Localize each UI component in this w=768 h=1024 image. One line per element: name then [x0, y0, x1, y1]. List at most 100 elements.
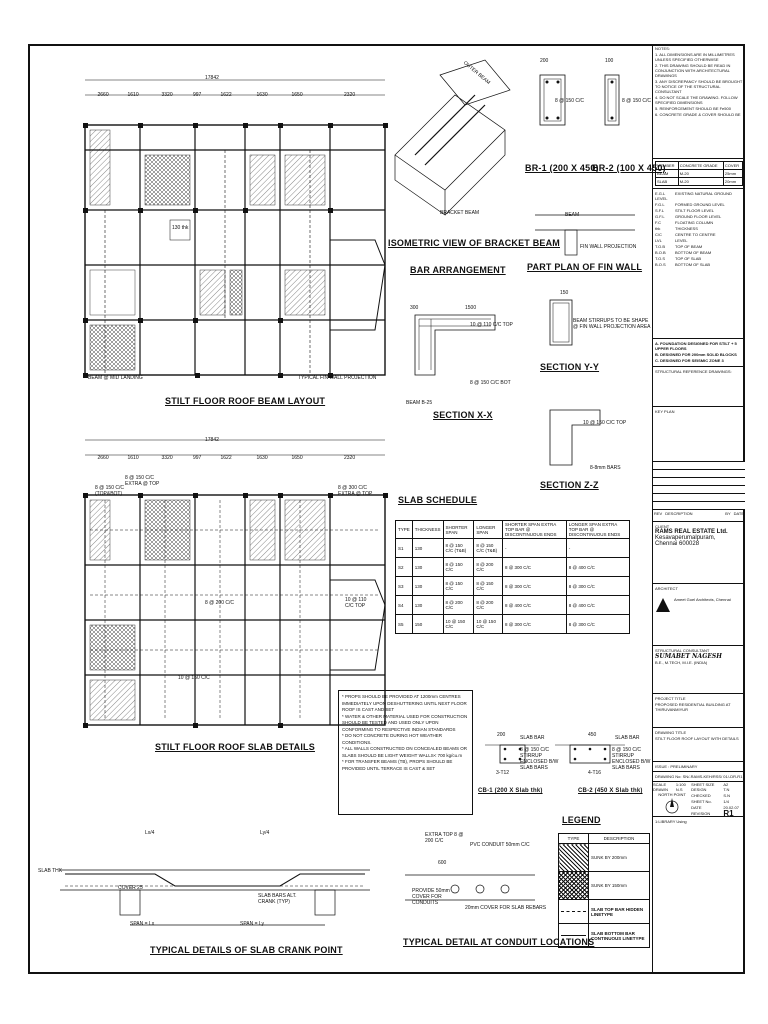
drawing-title-block: DRAWING TITLE STILT FLOOR ROOF LAYOUT WI… [653, 728, 745, 762]
client-label: CLIENT [655, 524, 670, 529]
schedule-cell: - [565, 538, 631, 558]
grade-cell: M-20 [677, 169, 724, 178]
grid-dimension: 1610 [127, 455, 139, 461]
note-item: * FOR TRANSFER BEAMS (TB), PROPS SHOULD … [342, 759, 453, 771]
cb1-slab-bar: SLAB BAR [520, 735, 545, 741]
consultant-name: SUMABET NAGESH [655, 653, 722, 660]
issue: ISSUE : PRELIMINARY [653, 762, 745, 772]
crank-span-ly: SPAN = Ly [240, 921, 265, 927]
schedule-cell: 8 @ 300 C/C [501, 576, 567, 596]
abbrev-value: FORMED GROUND LEVEL [675, 202, 725, 207]
overall-dimension: 17842 [205, 75, 219, 81]
abbrev-item: F.C FLOATING COLUMN [655, 220, 743, 225]
schedule-cell: 130 [411, 557, 444, 577]
general-note: 4. DO NOT SCALE THE DRAWING. FOLLOW SPEC… [655, 95, 738, 105]
grid-dimension: 1650 [291, 92, 303, 98]
beam-midlanding-label: BEAM @ MID LANDING [88, 375, 143, 381]
grid-dimension: 1622 [220, 455, 232, 461]
architect-block: ARCHITECT Ameet Goel Architects, Chennai [653, 584, 745, 646]
design-note: B. DESIGNED FOR 200mm SOLID BLOCKS [655, 352, 737, 357]
rev-col-rev: REV [654, 511, 663, 516]
note-item: * DO NOT CONCRETE DURING HOT WEATHER CON… [342, 733, 443, 745]
br2-title: BR-2 (100 X 450) [592, 163, 666, 173]
conduit-cover-50: PROVIDE 50mm COVER FOR CONDUITS [412, 888, 450, 906]
grade-cell: SLAB [655, 177, 679, 186]
cb2-bars: 4-T16 [588, 770, 602, 776]
dim-1500: 1500 [465, 305, 477, 311]
grade-cell: 25mm [722, 169, 744, 178]
abbrev-value: BOTTOM OF BEAM [675, 250, 712, 255]
schedule-cell: 8 @ 300 C/C [565, 576, 631, 596]
schedule-cell: 8 @ 300 C/C [501, 614, 567, 634]
note-item: * PROPS SHOULD BE PROVIDED AT 1200mm CEN… [342, 694, 467, 712]
slab-details-plan [83, 439, 388, 728]
schedule-cell: S1 [395, 538, 413, 558]
beam-layout-plan [83, 79, 388, 378]
grade-cell: M-20 [677, 177, 724, 186]
crank-title: TYPICAL DETAILS OF SLAB CRANK POINT [150, 945, 343, 955]
br1-title: BR-1 (200 X 450) [525, 163, 599, 173]
abbrev-value: FLOATING COLUMN [675, 220, 714, 225]
grade-cell: BEAM [655, 169, 679, 178]
schedule-header: LONGER SPAN [473, 520, 503, 539]
grid-dimension: 1610 [127, 92, 139, 98]
schedule-cell: 150 [411, 614, 444, 634]
sheet-label: SHEET SIZE [691, 782, 715, 787]
project-label: PROJECT TITLE [655, 696, 686, 701]
slab-note-1: 8 @ 150 C/C (TOP&BOT) [95, 485, 124, 497]
grid-dimension: 2320 [344, 92, 356, 98]
scale-value: 1:100 [675, 782, 686, 787]
sheet-value: A2 [723, 782, 729, 787]
section-yy-title: SECTION Y-Y [540, 362, 600, 372]
section-zz-title: SECTION Z-Z [540, 480, 599, 490]
schedule-cell: S2 [395, 557, 413, 577]
cb1-stirrup: 8 @ 150 C/C STIRRUP ENCLOSED B/W SLAB BA… [520, 747, 559, 771]
conduit-cover-20: 20mm COVER FOR SLAB REBARS [465, 905, 547, 911]
crank-ly4: Ly/4 [260, 830, 270, 836]
section-xx [414, 314, 496, 376]
key-plan: KEY PLAN [653, 407, 745, 462]
structural-reference: STRUCTURAL REFERENCE DRAWINGS: [653, 367, 745, 407]
drawing-number: DRAWING No: SN/-RAMS-KEH/RSS/ 01/-DR-R1 [653, 772, 745, 782]
architect-text: Ameet Goel Architects, Chennai [674, 597, 731, 602]
abbrev-value: EXISTING NATURAL GROUND LEVEL [655, 191, 732, 201]
drawing-title: STILT FLOOR ROOF LAYOUT WITH DETAILS [655, 736, 739, 741]
cb1-dim: 200 [497, 732, 506, 738]
abbrev-key: F.C [655, 220, 661, 225]
section-yy [549, 299, 573, 346]
crank-slab-thk: SLAB THK [38, 868, 63, 874]
legend-title: LEGEND [562, 815, 601, 825]
revision-label: REVISION [691, 810, 711, 816]
grade-cell: COVER [722, 161, 744, 170]
part-plan-fin-wall [535, 214, 635, 256]
grid-dimension: 1650 [291, 455, 303, 461]
cb2-title: CB-2 (450 X Slab thk) [578, 788, 643, 794]
general-note: 3. ANY DISCREPANCY SHOULD BE BROUGHT TO … [655, 79, 743, 94]
rev-col-by: BY [725, 511, 731, 516]
general-note: 1. ALL DIMENSIONS ARE IN MILLIMETRES UNL… [655, 52, 735, 62]
slab-note-6: 10 @ 110 C/C TOP [345, 597, 367, 609]
schedule-header: TYPE [395, 520, 413, 539]
bot-bar-1: 8 @ 150 C/C BOT [470, 380, 511, 386]
beam-layout-title: STILT FLOOR ROOF BEAM LAYOUT [165, 396, 326, 406]
note-item: * WATER & OTHER MATERIAL USED FOR CONSTR… [342, 713, 468, 732]
slab-schedule-title: SLAB SCHEDULE [398, 495, 478, 505]
cb2-stirrup: 8 @ 150 C/C STIRRUP ENCLOSED B/W SLAB BA… [612, 747, 651, 771]
cb2-dim: 450 [588, 732, 597, 738]
crank-detail [60, 869, 370, 926]
crank-lx4: Lx/4 [145, 830, 155, 836]
legend-swatch-bottom-bar [558, 923, 589, 948]
project-block: PROJECT TITLE PROPOSED RESIDENTIAL BUILD… [653, 694, 745, 728]
